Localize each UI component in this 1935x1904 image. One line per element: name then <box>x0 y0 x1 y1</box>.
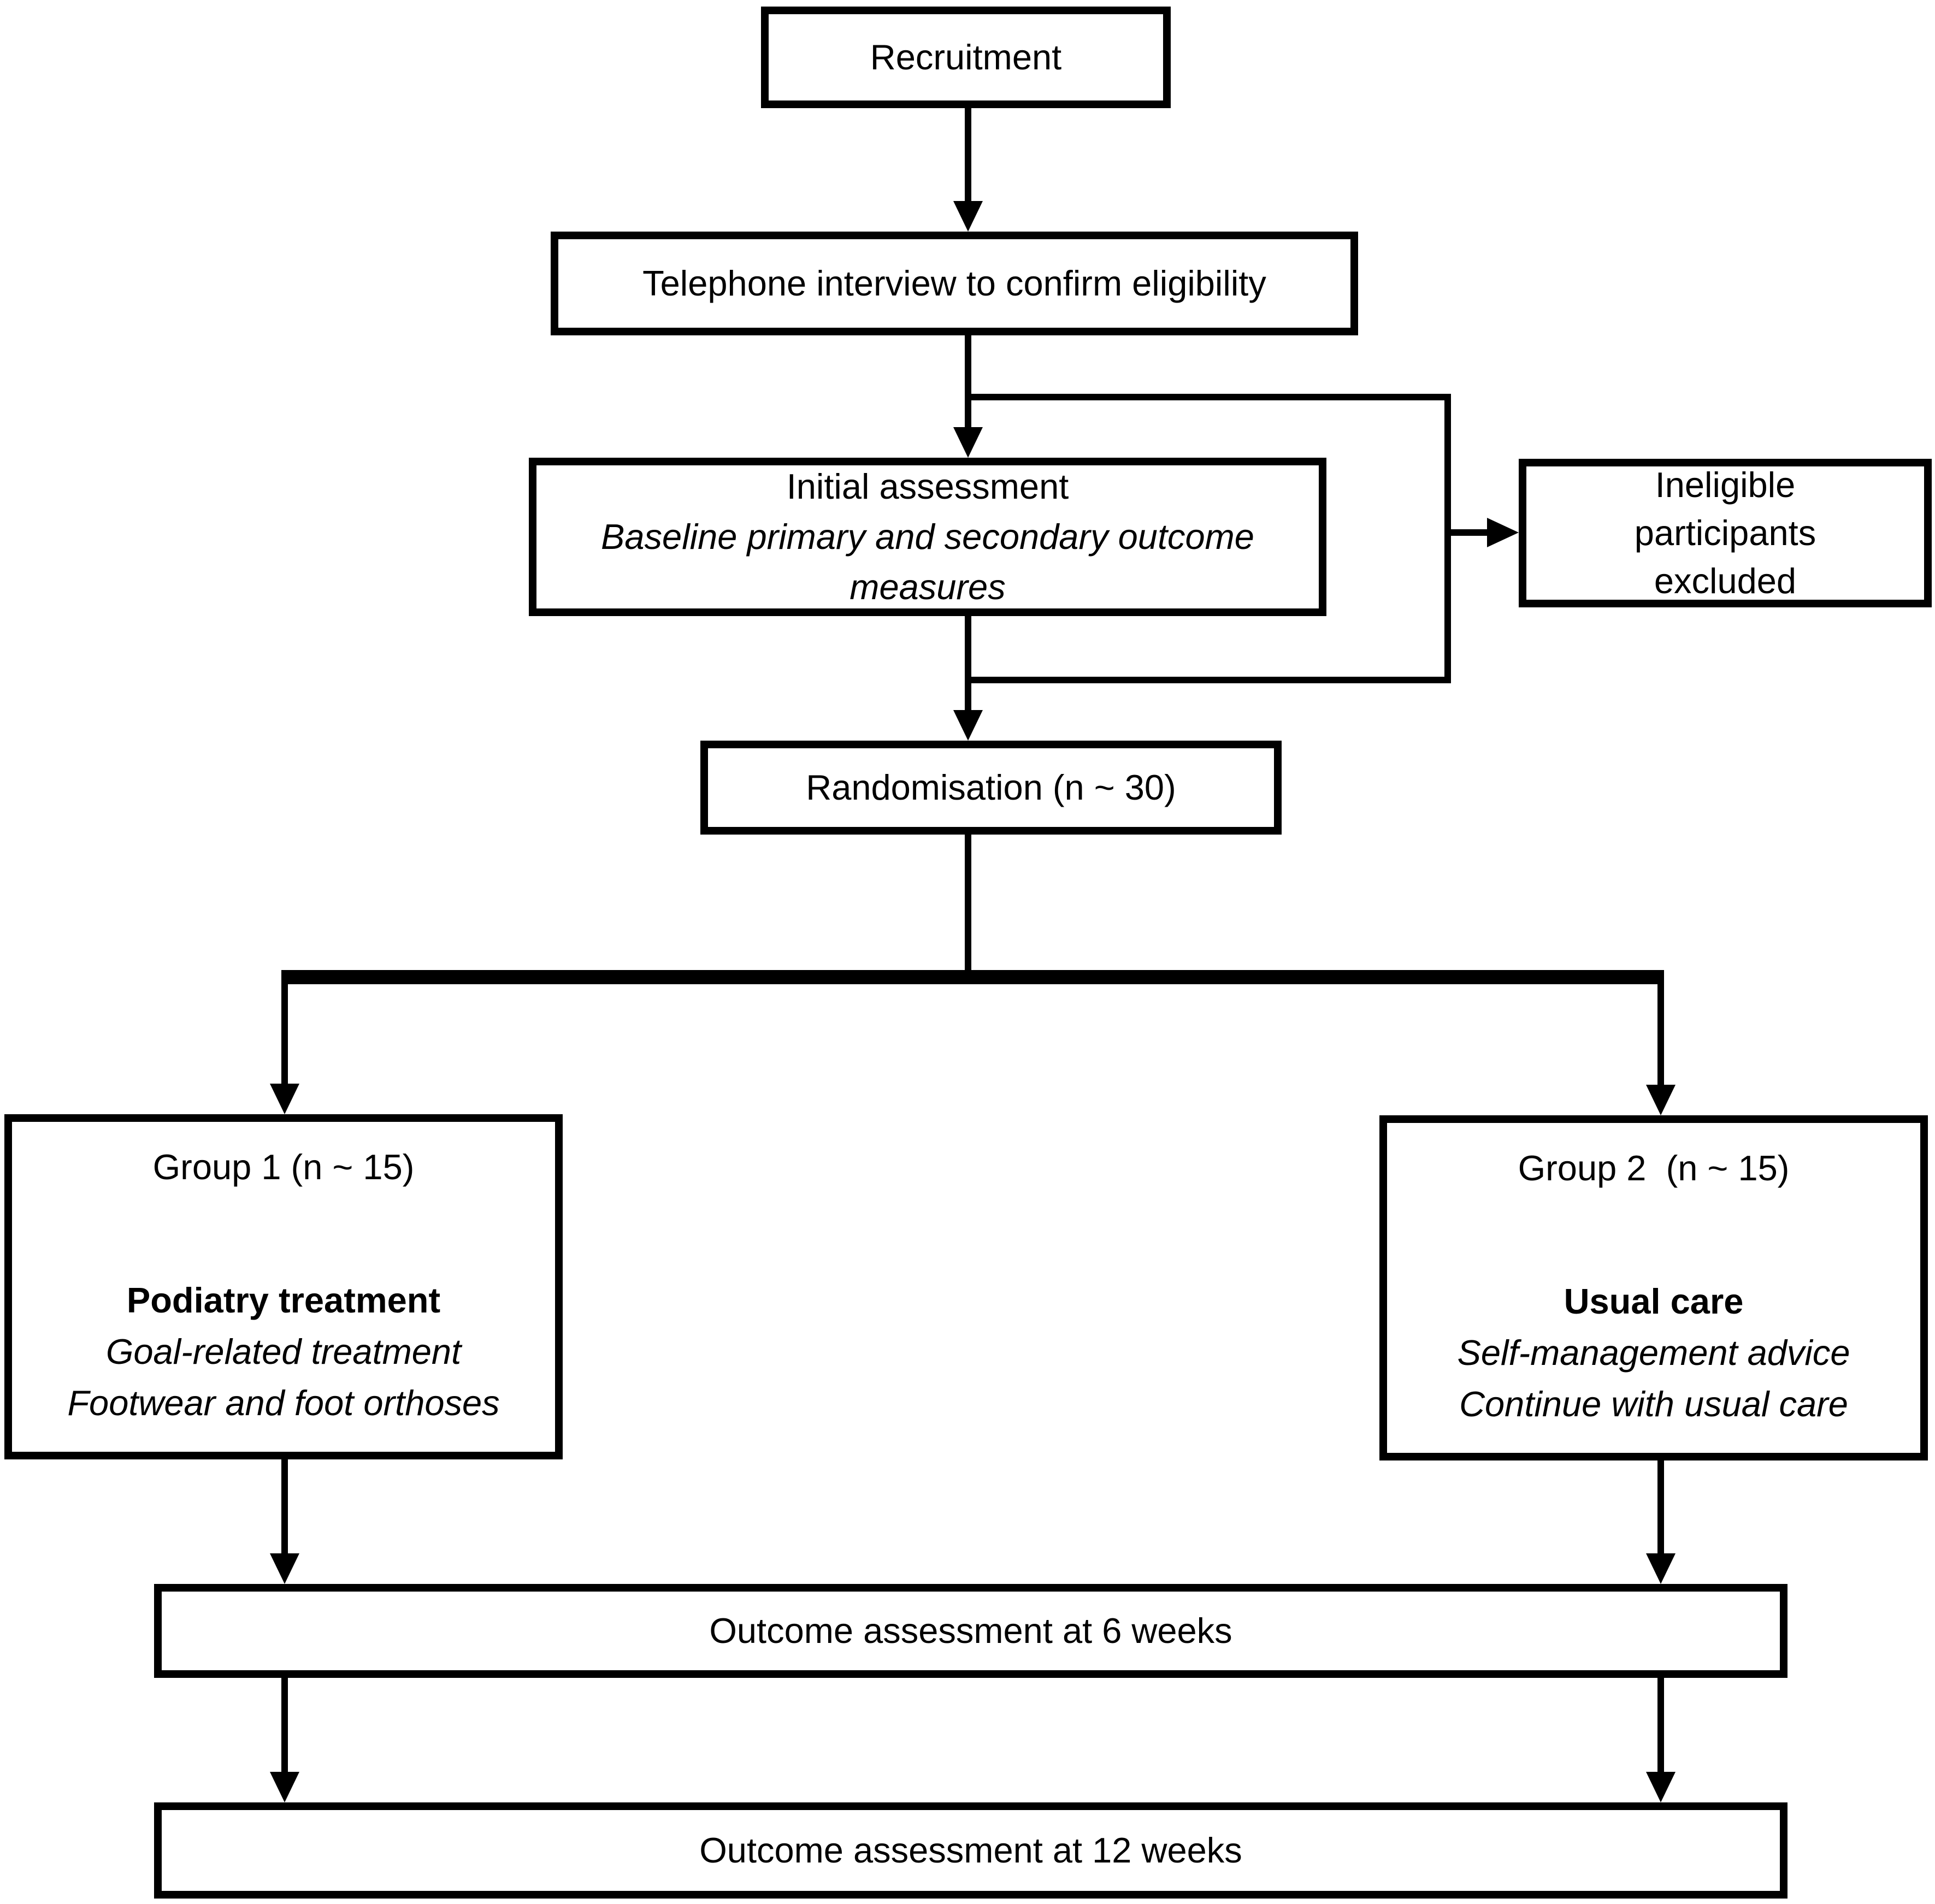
group1-title: Group 1 (n ~ 15) <box>152 1147 415 1187</box>
initial-assessment-title: Initial assessment <box>786 466 1069 506</box>
randomisation-split <box>270 835 1676 1115</box>
node-telephone-interview: Telephone interview to confirm eligibili… <box>551 232 1358 335</box>
ineligible-line-3: excluded <box>1654 561 1797 601</box>
group2-detail-2: Continue with usual care <box>1459 1384 1848 1424</box>
node-outcome-12-weeks: Outcome assessment at 12 weeks <box>154 1802 1787 1899</box>
recruitment-label: Recruitment <box>870 37 1062 77</box>
arrow-recruitment-to-telephone <box>953 108 983 232</box>
ineligible-line-2: participants <box>1634 513 1816 553</box>
arrow-group2-to-outcome6 <box>1646 1460 1676 1584</box>
node-group1-podiatry: Group 1 (n ~ 15) Podiatry treatment Goal… <box>4 1114 563 1459</box>
randomisation-label: Randomisation (n ~ 30) <box>806 767 1176 807</box>
initial-assessment-detail-2: measures <box>849 567 1006 607</box>
arrow-telephone-to-initial <box>953 335 983 458</box>
node-group2-usual-care: Group 2 (n ~ 15) Usual care Self-managem… <box>1379 1115 1928 1460</box>
node-initial-assessment: Initial assessment Baseline primary and … <box>529 458 1326 616</box>
arrow-outcome6-to-outcome12-left <box>270 1678 299 1802</box>
node-outcome-6-weeks: Outcome assessment at 6 weeks <box>154 1584 1787 1678</box>
arrow-initial-to-randomisation <box>953 616 983 741</box>
arrow-to-ineligible <box>1448 518 1519 547</box>
group2-title: Group 2 (n ~ 15) <box>1518 1148 1790 1188</box>
node-randomisation: Randomisation (n ~ 30) <box>700 741 1282 835</box>
telephone-label: Telephone interview to confirm eligibili… <box>642 263 1266 303</box>
arrow-group1-to-outcome6 <box>270 1459 299 1584</box>
node-recruitment: Recruitment <box>761 7 1171 108</box>
group2-detail-1: Self-management advice <box>1457 1333 1850 1373</box>
outcome-6-weeks-label: Outcome assessment at 6 weeks <box>709 1611 1232 1651</box>
ineligible-line-1: Ineligible <box>1655 465 1796 505</box>
node-ineligible-excluded: Ineligible participants excluded <box>1519 459 1932 607</box>
group1-detail-1: Goal-related treatment <box>105 1332 462 1371</box>
bypass-line-around-initial <box>968 394 1451 683</box>
group2-treatment: Usual care <box>1564 1281 1744 1321</box>
group1-detail-2: Footwear and foot orthoses <box>67 1383 500 1423</box>
arrow-outcome6-to-outcome12-right <box>1646 1678 1676 1802</box>
outcome-12-weeks-label: Outcome assessment at 12 weeks <box>699 1830 1242 1870</box>
initial-assessment-detail-1: Baseline primary and secondary outcome <box>601 517 1254 557</box>
group1-treatment: Podiatry treatment <box>126 1280 441 1320</box>
